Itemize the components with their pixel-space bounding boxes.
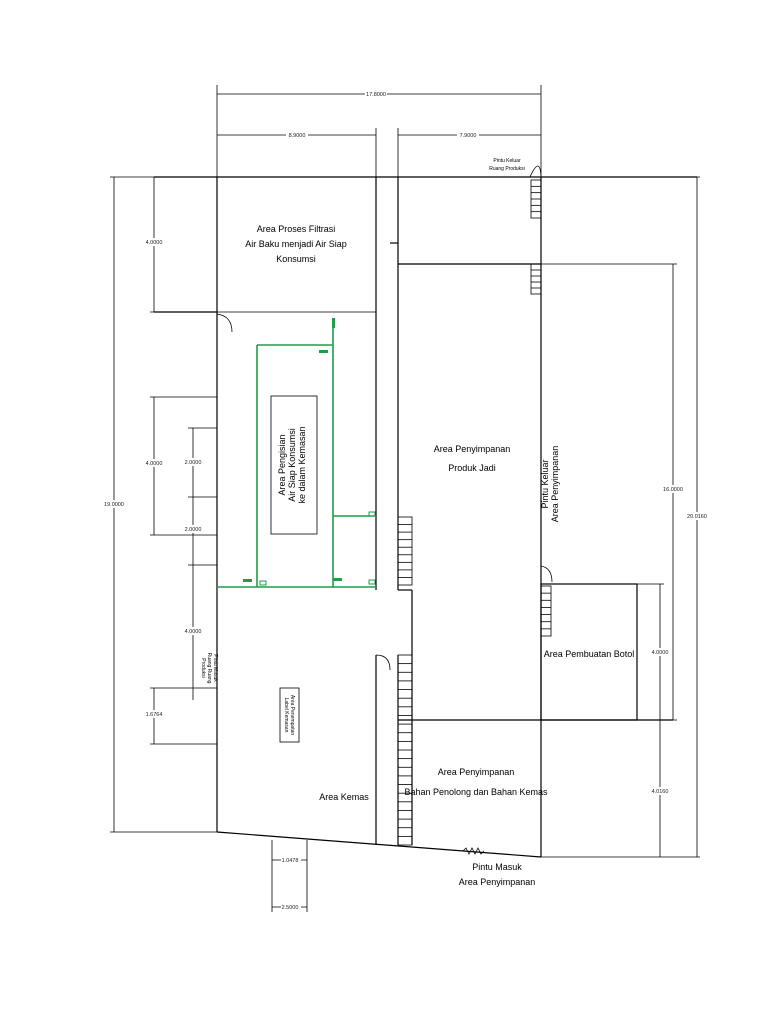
label-exit-storage: Pintu Keluar Area Penyimpanan (540, 446, 560, 523)
svg-text:ke dalam Kemasan: ke dalam Kemasan (297, 426, 307, 503)
dim-lower-right: 4.0160 (652, 789, 669, 795)
svg-text:Label Kemasan: Label Kemasan (283, 698, 289, 733)
dim-right-inner: 16.0000 (663, 487, 683, 493)
dim-right-total: 20.0160 (687, 514, 707, 520)
svg-text:Ruang Produksi: Ruang Produksi (489, 166, 525, 172)
label-storage-products: Area Penyimpanan Produk Jadi (434, 444, 511, 473)
svg-text:Pintu Masuk: Pintu Masuk (472, 862, 522, 872)
svg-text:Area Penyimpanan: Area Penyimpanan (550, 446, 560, 523)
dim-right-width: 7.9000 (460, 133, 477, 139)
dim-bottle-height: 4.0000 (652, 650, 669, 656)
label-exit-production: Pintu Keluar Ruang Produksi (489, 158, 525, 172)
dim-left: 19.0000 4.0000 4.0000 2.0000 2.0000 4.00… (100, 176, 376, 833)
stair-right-mid (530, 263, 542, 295)
label-filter-room: Area Proses Filtrasi Air Baku menjadi Ai… (245, 224, 347, 264)
svg-text:Pintu Keluar: Pintu Keluar (540, 459, 550, 508)
dim-filter-height: 4.0000 (146, 240, 163, 246)
dim-bottom: 1.0478 2.5000 (271, 840, 308, 912)
svg-text:Bahan Penolong dan Bahan Kemas: Bahan Penolong dan Bahan Kemas (404, 787, 548, 797)
svg-text:Produk Jadi: Produk Jadi (448, 463, 496, 473)
dim-sub-d: 1.6764 (146, 712, 163, 718)
dim-right: 20.0160 16.0000 4.0000 4.0160 (541, 176, 710, 858)
label-storage-materials: Area Penyimpanan Bahan Penolong dan Baha… (404, 767, 548, 797)
dim-filling-height: 4.0000 (146, 461, 163, 467)
svg-text:Area Penyimpanan: Area Penyimpanan (459, 877, 536, 887)
dim-sub-b: 2.0000 (185, 527, 202, 533)
svg-text:Ruang Ruang: Ruang Ruang (206, 653, 212, 684)
stair-exit-top (530, 179, 542, 219)
dim-left-width: 8.9000 (289, 133, 306, 139)
svg-text:Air Siap Konsumsi: Air Siap Konsumsi (287, 428, 297, 502)
svg-text:Area Penyimpanan: Area Penyimpanan (434, 444, 511, 454)
label-small-area: Area Penempatan Label Kemasan (283, 695, 295, 736)
dim-door-wide: 2.5000 (282, 905, 299, 911)
label-room (279, 687, 300, 743)
walls (154, 176, 697, 858)
label-entry-production: Pintu Masuk Ruang Ruang Produksi (200, 653, 218, 684)
filling-room (270, 395, 318, 535)
svg-text:Area Penyimpanan: Area Penyimpanan (438, 767, 515, 777)
svg-text:Konsumsi: Konsumsi (276, 254, 316, 264)
label-bottle-room: Area Pembuatan Botol (544, 649, 635, 659)
dim-total-width: 17.8000 (366, 92, 386, 98)
label-entry-storage: Pintu Masuk Area Penyimpanan (459, 862, 536, 887)
entry-door-mark (462, 847, 485, 855)
label-packaging: Area Kemas (319, 792, 369, 802)
stairs (397, 179, 552, 846)
dim-door-small: 1.0478 (282, 858, 299, 864)
stair-exit-storage (540, 585, 552, 637)
stair-corridor-mid (397, 516, 413, 586)
svg-text:Air Baku menjadi Air Siap: Air Baku menjadi Air Siap (245, 239, 347, 249)
svg-text:Pintu Masuk: Pintu Masuk (212, 654, 218, 682)
stair-corridor-low (397, 654, 413, 846)
dim-top: 17.8000 8.9000 7.9000 (216, 85, 542, 178)
svg-text:Area Pengisian: Area Pengisian (277, 434, 287, 495)
dim-sub-c: 4.0000 (185, 629, 202, 635)
svg-text:Area Penempatan: Area Penempatan (289, 695, 295, 736)
label-filling-room: Area Pengisian Air Siap Konsumsi ke dala… (277, 426, 307, 503)
dim-sub-a: 2.0000 (185, 460, 202, 466)
filling-line (217, 318, 376, 588)
svg-text:Pintu Keluar: Pintu Keluar (493, 158, 521, 164)
dim-left-total: 19.0000 (104, 502, 124, 508)
door-arcs (216, 165, 553, 671)
svg-text:Produksi: Produksi (200, 658, 206, 677)
svg-text:Area Proses Filtrasi: Area Proses Filtrasi (257, 224, 336, 234)
